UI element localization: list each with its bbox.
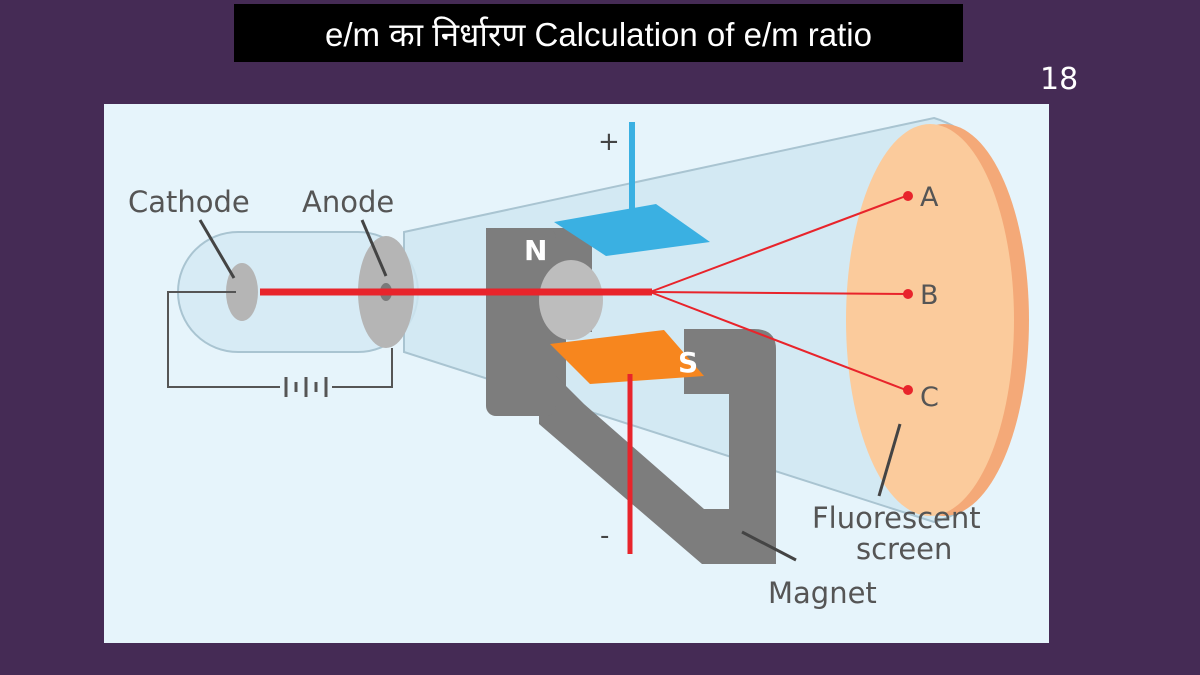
slide-title: e/m का निर्धारण Calculation of e/m ratio [234, 4, 963, 62]
deflected-beams [649, 195, 907, 391]
screen-label-line1: Fluorescent [812, 501, 981, 535]
battery-icon [284, 377, 328, 397]
south-label: S [678, 346, 698, 379]
slide-number: 18 [1040, 62, 1079, 97]
magnet-label: Magnet [768, 576, 877, 610]
screen-label-line2: screen [856, 532, 952, 566]
minus-label: - [600, 521, 609, 551]
plus-label: + [598, 127, 620, 157]
negative-plate [550, 330, 704, 384]
north-label: N [524, 234, 547, 267]
magnet-leader [741, 530, 797, 562]
north-pole-face [539, 260, 603, 340]
point-a-dot [903, 191, 913, 201]
point-c-dot [903, 385, 913, 395]
circuit-wire [167, 291, 393, 388]
cathode-leader [198, 219, 236, 279]
anode-leader [360, 219, 388, 277]
positive-plate [554, 204, 710, 256]
screen-leader [877, 423, 902, 497]
point-b-label: B [920, 280, 939, 311]
anode-label: Anode [302, 185, 394, 219]
point-c-label: C [920, 382, 939, 413]
cathode-label: Cathode [128, 185, 250, 219]
fluorescent-screen [846, 124, 1029, 516]
point-a-label: A [920, 182, 939, 213]
point-b-dot [903, 289, 913, 299]
cathode-ray-tube-diagram: Cathode Anode + - N S A B C Fluorescent … [104, 104, 1049, 643]
